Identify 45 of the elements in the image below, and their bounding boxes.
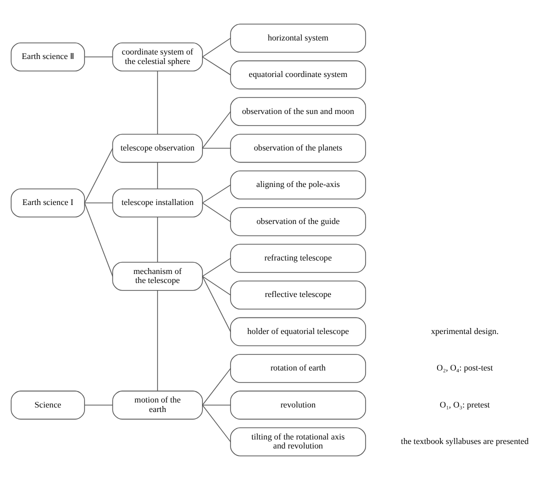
connector <box>202 148 231 149</box>
connector <box>157 216 158 263</box>
connector <box>202 404 231 442</box>
node-box: aligning of the pole-axis <box>230 170 366 200</box>
connector <box>84 202 114 204</box>
label: O₁, O₃: pretest <box>440 399 490 410</box>
connector <box>157 290 158 392</box>
connector <box>84 404 114 406</box>
label: the textbook syllabuses are presented <box>400 436 529 446</box>
node-box: motion of the earth <box>112 390 203 420</box>
node-box: observation of the planets <box>230 134 366 163</box>
node-box: telescope installation <box>112 188 203 218</box>
node-box: Earth science Ⅱ <box>10 42 85 72</box>
node-box: tilting of the rotational axis and revolution <box>230 427 366 456</box>
connector <box>84 148 114 204</box>
label: O₂, O₄: post-test <box>436 362 493 373</box>
connector <box>202 404 231 406</box>
connector <box>202 111 231 149</box>
label: xperimental design. <box>430 326 499 336</box>
connector <box>157 162 158 190</box>
node-box: mechanism of the telescope <box>112 262 203 291</box>
connector <box>202 276 231 332</box>
node-box: reflective telescope <box>230 280 366 310</box>
connector <box>202 368 231 406</box>
connector <box>202 56 231 76</box>
node-box: holder of equatorial telescope <box>230 317 366 346</box>
connector <box>202 184 231 204</box>
node-box: Science <box>10 390 85 420</box>
connector <box>202 38 231 58</box>
connector <box>202 202 231 222</box>
node-box: telescope observation <box>112 134 203 163</box>
node-box: equatorial coordinate system <box>230 60 366 90</box>
connector <box>202 276 231 296</box>
node-box: coordinate system of the celestial sphere <box>112 42 203 72</box>
node-box: horizontal system <box>230 24 366 53</box>
connector <box>157 70 158 135</box>
connector <box>202 258 231 277</box>
node-box: Earth science I <box>10 188 85 218</box>
node-box: rotation of earth <box>230 354 366 383</box>
connector <box>84 202 114 277</box>
node-box: refracting telescope <box>230 244 366 273</box>
connector <box>84 56 114 58</box>
node-box: revolution <box>230 390 366 420</box>
node-box: observation of the guide <box>230 207 366 236</box>
node-box: observation of the sun and moon <box>230 97 366 126</box>
